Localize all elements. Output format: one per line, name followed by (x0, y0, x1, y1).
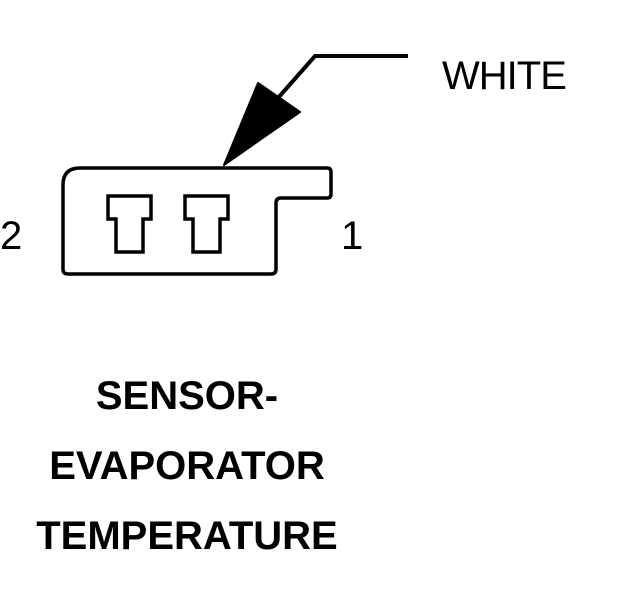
terminal-2 (106, 194, 153, 254)
pin-2-label: 2 (0, 214, 23, 258)
caption-line-2: EVAPORATOR (49, 444, 325, 488)
pin-1-label: 1 (341, 214, 364, 258)
leader-line (276, 54, 408, 100)
terminal-1 (183, 194, 230, 254)
caption-line-1: SENSOR- (95, 374, 279, 418)
connector-body (61, 166, 333, 276)
caption-line-3: TEMPERATURE (36, 514, 338, 558)
wire-color-label: WHITE (442, 54, 567, 98)
leader-arrowhead (223, 82, 301, 166)
